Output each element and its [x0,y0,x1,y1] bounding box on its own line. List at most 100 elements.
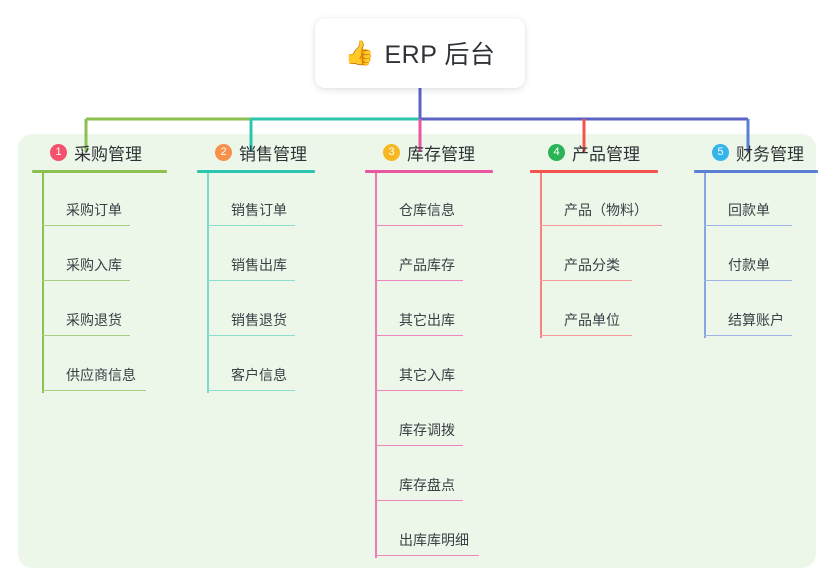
item-label: 采购入库 [66,257,122,273]
item-rule [207,389,295,391]
item-rule [375,444,463,446]
item-rule [540,224,662,226]
column-title-5: 财务管理 [736,144,804,164]
item-rule [704,279,792,281]
item-label: 产品（物料） [564,202,648,218]
item-rule [207,334,295,336]
item-rule [207,279,295,281]
list-item[interactable]: 客户信息 [195,338,343,393]
column-badge-3: 3 [383,143,400,161]
column-header-purchasing[interactable]: 1 采购管理 [30,134,178,170]
column-finance: 5 财务管理 回款单 付款单 结算账户 [692,134,820,338]
column-product: 4 产品管理 产品（物料） 产品分类 产品单位 [528,134,693,338]
item-label: 产品单位 [564,312,620,328]
item-label: 仓库信息 [399,202,455,218]
column-rule-4 [530,170,658,173]
root-node-title: ERP 后台 [384,41,496,69]
column-badge-5: 5 [712,143,729,161]
column-rule-2 [197,170,315,173]
list-item[interactable]: 销售出库 [195,228,343,283]
item-label: 采购退货 [66,312,122,328]
item-rule [42,279,130,281]
list-item[interactable]: 产品库存 [363,228,523,283]
list-item[interactable]: 产品单位 [528,283,693,338]
item-rule [375,334,463,336]
list-item[interactable]: 采购订单 [30,173,178,228]
column-badge-1: 1 [50,143,67,161]
column-purchasing: 1 采购管理 采购订单 采购入库 采购退货 供应商信 [30,134,178,393]
list-item[interactable]: 产品分类 [528,228,693,283]
column-spine-4 [540,173,542,338]
item-label: 销售出库 [231,257,287,273]
list-item[interactable]: 产品（物料） [528,173,693,228]
item-rule [540,334,632,336]
item-label: 销售订单 [231,202,287,218]
item-rule [704,224,792,226]
list-item[interactable]: 出库库明细 [363,503,523,558]
column-badge-4: 4 [548,143,565,161]
column-spine-2 [207,173,209,393]
column-badge-2: 2 [215,143,232,161]
thumbs-up-icon: 👍 [344,39,375,67]
item-rule [42,334,130,336]
column-header-inventory[interactable]: 3 库存管理 [363,134,523,170]
list-item[interactable]: 销售退货 [195,283,343,338]
list-item[interactable]: 回款单 [692,173,820,228]
column-sales: 2 销售管理 销售订单 销售出库 销售退货 客户信息 [195,134,343,393]
item-label: 其它入库 [399,367,455,383]
item-label: 回款单 [728,202,770,218]
column-rule-5 [694,170,818,173]
list-item[interactable]: 付款单 [692,228,820,283]
column-spine-1 [42,173,44,393]
column-inventory: 3 库存管理 仓库信息 产品库存 其它出库 其它入库 [363,134,523,558]
item-list-product: 产品（物料） 产品分类 产品单位 [528,173,693,338]
item-label: 付款单 [728,257,770,273]
list-item[interactable]: 供应商信息 [30,338,178,393]
item-rule [42,224,130,226]
root-node-card[interactable]: 👍 ERP 后台 [315,18,525,88]
list-item[interactable]: 仓库信息 [363,173,523,228]
column-title-3: 库存管理 [407,144,475,164]
list-item[interactable]: 其它入库 [363,338,523,393]
column-rule-3 [365,170,493,173]
item-rule [42,389,146,391]
item-rule [540,279,632,281]
item-rule [375,224,463,226]
item-label: 客户信息 [231,367,287,383]
column-header-finance[interactable]: 5 财务管理 [692,134,820,170]
column-rule-1 [32,170,167,173]
list-item[interactable]: 采购入库 [30,228,178,283]
item-list-finance: 回款单 付款单 结算账户 [692,173,820,338]
item-label: 销售退货 [231,312,287,328]
item-rule [375,279,463,281]
item-label: 出库库明细 [399,532,469,548]
diagram-panel [18,134,816,568]
item-list-inventory: 仓库信息 产品库存 其它出库 其它入库 库存调拨 [363,173,523,558]
column-container: 1 采购管理 采购订单 采购入库 采购退货 供应商信 [18,134,818,568]
item-label: 库存盘点 [399,477,455,493]
column-header-sales[interactable]: 2 销售管理 [195,134,343,170]
column-title-4: 产品管理 [572,144,640,164]
item-rule [207,224,295,226]
column-spine-5 [704,173,706,338]
column-title-1: 采购管理 [74,144,142,164]
list-item[interactable]: 库存盘点 [363,448,523,503]
item-rule [375,554,479,556]
list-item[interactable]: 结算账户 [692,283,820,338]
item-list-sales: 销售订单 销售出库 销售退货 客户信息 [195,173,343,393]
column-title-2: 销售管理 [239,144,307,164]
item-label: 采购订单 [66,202,122,218]
list-item[interactable]: 其它出库 [363,283,523,338]
item-label: 其它出库 [399,312,455,328]
list-item[interactable]: 销售订单 [195,173,343,228]
item-rule [375,389,463,391]
item-label: 库存调拨 [399,422,455,438]
list-item[interactable]: 采购退货 [30,283,178,338]
item-label: 产品库存 [399,257,455,273]
item-rule [375,499,463,501]
column-header-product[interactable]: 4 产品管理 [528,134,693,170]
list-item[interactable]: 库存调拨 [363,393,523,448]
item-label: 供应商信息 [66,367,136,383]
item-rule [704,334,792,336]
